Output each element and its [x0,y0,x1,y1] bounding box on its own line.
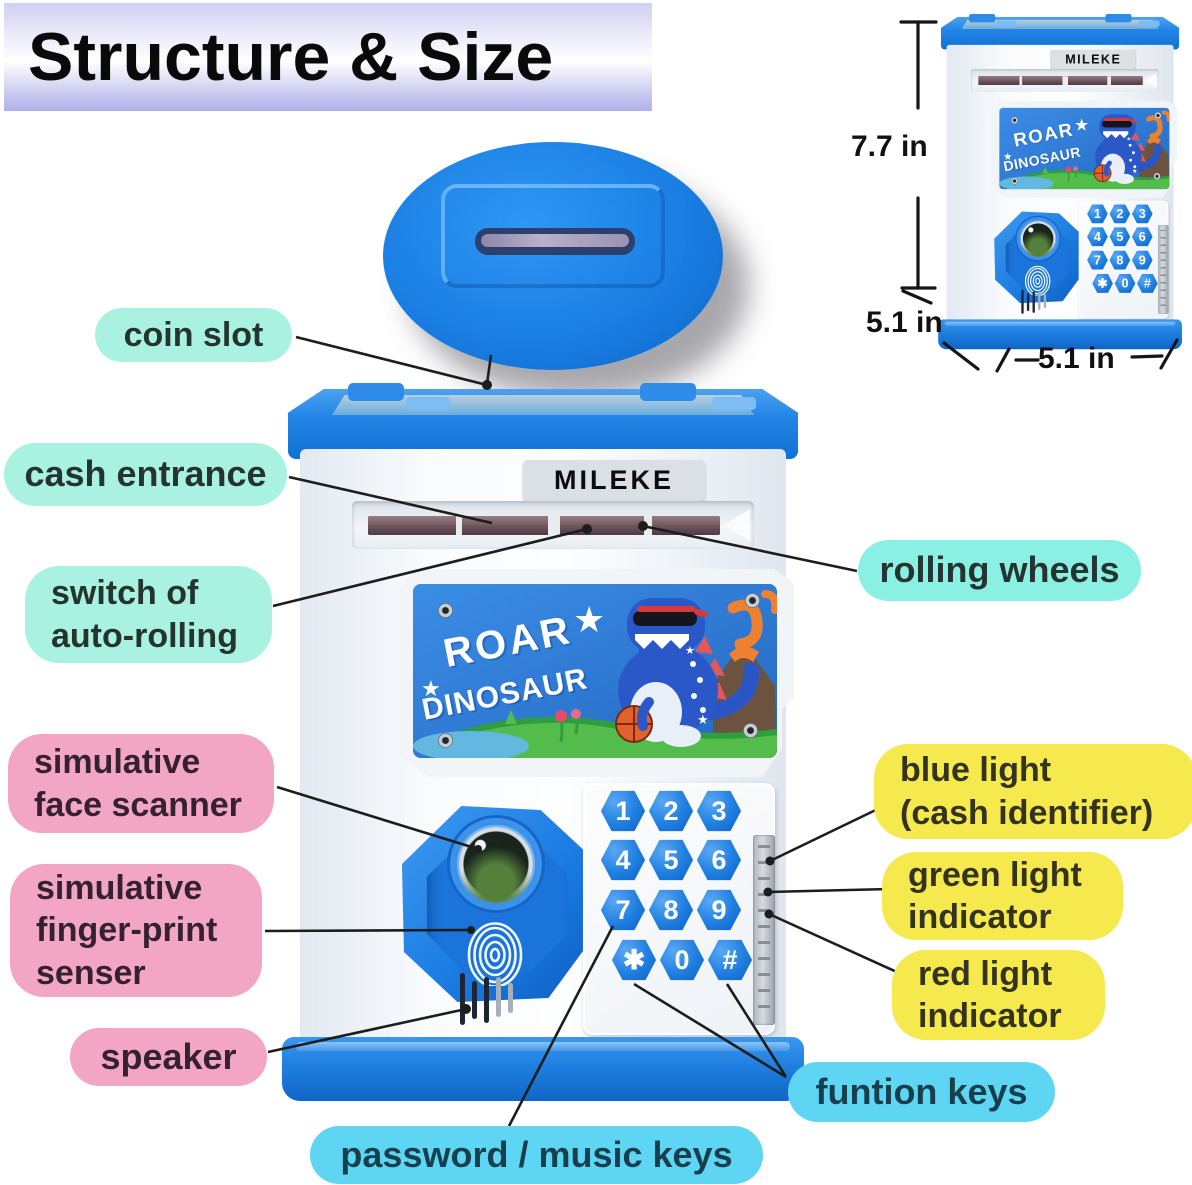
cash-entrance-slot [970,69,1159,92]
svg-text:★: ★ [697,713,709,728]
keypad-key: 5 [648,839,694,881]
dinosaur-panel: ★ ★ ★ [396,569,794,777]
piggy-bank-front-view: MILEKE [282,383,804,1103]
keypad-key: 8 [1109,250,1131,270]
dinosaur-art: ★ ★ ★ [999,107,1170,190]
keypad-key: 7 [1087,250,1108,270]
coin-slot-plate [441,184,665,288]
lid-top-surface [961,19,1159,29]
svg-text:★: ★ [573,600,605,641]
piggy-bank-small-view: MILEKE [938,14,1183,354]
light-indicator-strip [1158,225,1169,314]
keypad: 1 2 3 4 5 6 7 8 9 ✱ 0 # [1078,200,1169,319]
lid-tab [348,383,404,401]
title-banner: Structure & Size [4,3,652,111]
label-coin-slot: coin slot [95,308,292,362]
label-face-scanner: simulative face scanner [8,734,274,833]
screw-icon [743,723,758,738]
keypad-key: 3 [696,790,742,832]
base [282,1037,804,1101]
keypad-key: 6 [1131,227,1153,247]
face-scanner-lens [1016,217,1060,261]
screw-icon [1011,116,1019,124]
screw-icon [438,733,453,748]
keypad-key: 4 [1087,227,1108,247]
dinosaur-sticker: ★ ★ ★ [999,107,1170,190]
keypad-key: 9 [1131,250,1153,270]
lid-tab-inner [1139,20,1160,27]
dimension-width: 5.1 in [1038,342,1115,375]
svg-text:★: ★ [1003,151,1012,163]
label-password-music-keys: password / music keys [310,1126,763,1184]
dinosaur-panel: ★ ★ ★ [991,100,1178,198]
lid-tab-inner [996,20,1017,27]
label-function-keys: funtion keys [788,1062,1055,1122]
keypad-key-star: ✱ [1092,274,1113,293]
rolling-wheels [368,516,720,535]
brand-label: MILEKE [523,460,705,501]
piggy-bank-front-view: MILEKE [938,14,1182,350]
keypad-key: 2 [1109,204,1131,224]
dimension-height: 7.7 in [851,130,928,163]
scanner-module [992,211,1084,304]
screw-icon [745,593,760,608]
cash-entrance-slot [352,501,754,549]
page-title: Structure & Size [28,19,554,95]
keypad-key-hash: # [707,939,753,981]
label-rolling-wheels: rolling wheels [858,540,1141,601]
keypad-key: 3 [1131,204,1153,224]
keypad-key: 0 [659,939,705,981]
keypad-key: 6 [696,839,742,881]
lid-tab-inner [406,397,450,410]
lid-tab [969,14,996,23]
keypad-key: 1 [1087,204,1108,224]
speaker-grill [460,971,522,1029]
label-speaker: speaker [70,1028,267,1086]
keypad-key: 0 [1114,274,1136,293]
speaker-grill [1021,289,1050,316]
label-blue-light: blue light (cash identifier) [874,744,1192,839]
dinosaur-art: ★ ★ ★ [413,584,777,758]
scanner-module [398,804,596,1004]
svg-text:★: ★ [1074,114,1089,134]
keypad-key-hash: # [1137,274,1158,293]
coin-slot-opening [475,228,635,255]
svg-text:★: ★ [421,677,441,702]
light-indicator-strip [753,835,775,1025]
svg-text:★: ★ [685,644,695,657]
label-cash-entrance: cash entrance [4,443,287,506]
keypad-key: 1 [600,790,646,832]
keypad-key-star: ✱ [611,939,657,981]
screw-icon [438,603,453,618]
face-scanner-lens [450,818,542,910]
svg-text:★: ★ [1132,168,1138,175]
label-switch-auto-rolling: switch of auto-rolling [25,566,272,663]
keypad-key: 4 [600,839,646,881]
dinosaur-sticker: ★ ★ ★ [413,584,777,758]
keypad-key: 9 [696,889,742,931]
dimension-depth: 5.1 in [866,306,943,339]
screw-icon [1154,112,1162,120]
keypad-key: 8 [648,889,694,931]
coin-slot-top-view [383,142,723,370]
keypad-key: 5 [1109,227,1131,247]
label-green-light: green light indicator [882,852,1123,940]
lid-tab-inner [712,397,756,410]
brand-label: MILEKE [1050,49,1136,70]
lid-tab [1105,14,1132,23]
fingerprint-icon [1024,265,1051,296]
screw-icon [1011,177,1019,185]
lid-tab [640,383,696,401]
label-fingerprint-sensor: simulative finger-print senser [10,864,262,997]
label-red-light: red light indicator [892,950,1105,1040]
rolling-wheels [978,76,1143,85]
keypad-key: 7 [600,889,646,931]
svg-text:★: ★ [1126,137,1131,143]
keypad-key: 2 [648,790,694,832]
slot-flare [1144,72,1157,88]
screw-icon [1153,172,1161,180]
keypad: 1 2 3 4 5 6 7 8 9 ✱ 0 # [583,783,775,1035]
slot-flare [724,509,750,541]
